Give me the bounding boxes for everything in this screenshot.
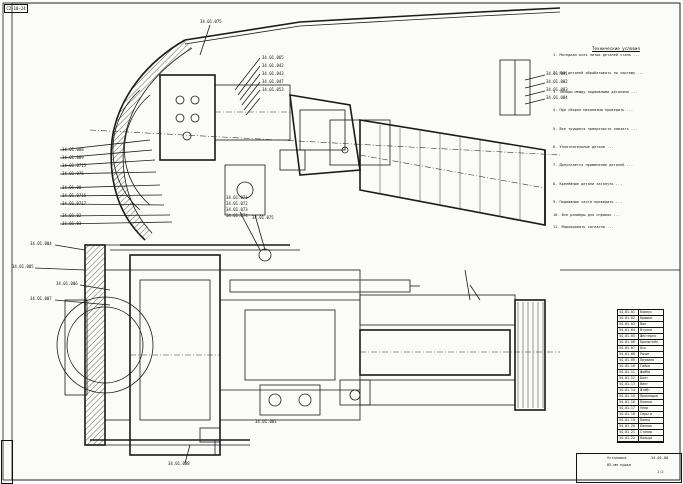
part-label: 34.01.003 [546,87,568,92]
note-item: 3. Зазоры между подвижными деталями ... [553,89,638,94]
part-label: 34.01.005 [12,264,34,269]
barrel-tube [359,329,511,376]
notes-title: Технические условия [592,46,640,51]
upper-view [89,7,561,262]
part-label: 34.01.007 [30,296,52,301]
part-label: 34.01.004 [30,241,52,246]
part-label: 34.01.073 [226,207,248,212]
leader-lines-lower [34,211,481,464]
note-item: 5. Все трущиеся поверхности смазать ... [553,126,638,131]
part-label: 34.01.076 [62,171,84,176]
part-label: 34.01.02 [62,213,82,218]
muzzle-block [514,299,546,411]
part-label: 34.01.047 [262,79,284,84]
inner-frame [11,2,681,481]
recoil-cylinder [214,84,291,141]
title-block: Установка 85-мм пушки 34.01.00 1:2 [576,453,682,483]
part-label: 34.01.043 [262,71,284,76]
part-label: 34.01.072 [226,201,248,206]
part-label: 34.01.075 [252,215,274,220]
part-label: 34.01.074 [226,213,248,218]
title-block-scale: 1:2 [657,470,664,474]
note-item: 11. Маркировать согласно ... [553,225,614,230]
part-label: 34.01.03 [62,221,82,226]
lower-gearbox [259,384,321,416]
title-block-code: 34.01.00 [651,456,669,460]
upper-rail [229,279,411,293]
part-label: 34.01.002 [546,79,568,84]
part-label: 34.01.053 [262,87,284,92]
note-item: 8. Крепёжные детали затянуть ... [553,181,623,186]
part-label: 34.01.08 [62,185,82,190]
part-label: 34.01.065 [262,55,284,60]
part-label: 34.01.042 [262,63,284,68]
part-label: 34.01.004 [546,95,568,100]
lower-view [56,244,560,456]
note-item: 2. Все деталей обрабатывать по чертежу .… [553,71,644,76]
breech-block [159,74,216,161]
part-label: 34.01.071 [226,195,248,200]
barrel-housing [359,119,546,226]
cradle [289,94,361,176]
part-label: 34.01.089 [62,155,84,160]
hull-top-line [184,7,561,41]
part-label: 34.01.0715 [62,163,87,168]
part-label: 34.01.008 [168,461,190,466]
central-box [219,269,361,421]
left-margin-stamp [1,440,13,484]
part-label: 34.01.088 [62,147,84,152]
part-label: 34.01.091 [546,71,568,76]
note-item: 10. Все размеры для справок ... [553,212,621,217]
leader-lines-upper [59,24,546,225]
part-label: 34.01.0717 [62,201,87,206]
note-item: 1. Материал всех литых деталей сталь ... [553,53,640,57]
elevating-mechanism [224,164,266,216]
note-item: 9. Подвижные части проверить ... [553,200,623,205]
part-label: 34.01.075 [200,19,222,24]
part-label: 34.01.001 [255,419,277,424]
technical-notes: 1. Материал всех литых деталей сталь ...… [553,53,675,229]
title-block-sub: 85-мм пушки [607,463,631,467]
part-label: 34.01.0716 [62,193,87,198]
ring-arc [112,89,141,211]
note-item: 4. При сборке механизма проверить ... [553,108,634,113]
note-item: 6. Уплотнительные детали ... [553,145,614,150]
title-block-name: Установка [607,456,627,460]
note-item: 7. Допускается применение деталей ... [553,163,634,168]
part-label: 34.01.006 [56,281,78,286]
sheet-code-stamp: С2-10-24 [4,4,28,13]
